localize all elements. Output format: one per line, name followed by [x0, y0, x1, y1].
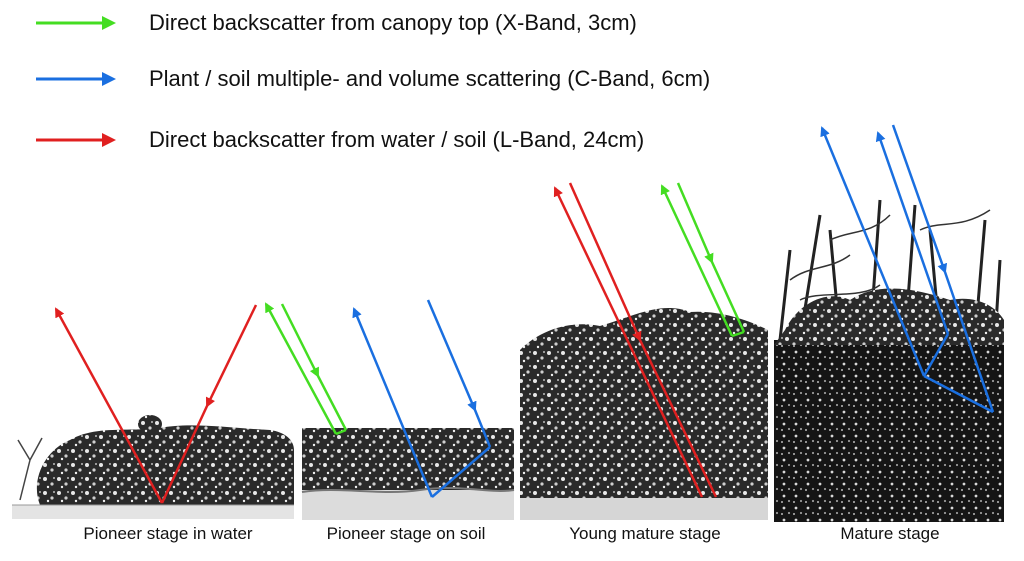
legend-label-x-band: Direct backscatter from canopy top (X-Ba… — [149, 10, 637, 35]
l-band-return-arrow-young — [553, 186, 704, 498]
caption-pioneer-soil: Pioneer stage on soil — [326, 524, 486, 543]
legend-x-band: Direct backscatter from canopy top (X-Ba… — [0, 8, 800, 38]
blue-arrow-icon — [36, 72, 116, 86]
c-band-return-arrow-mature-2 — [875, 131, 950, 335]
l-band-return-arrow — [54, 307, 164, 504]
caption-mature: Mature stage — [840, 524, 940, 543]
legend-label-c-band: Plant / soil multiple- and volume scatte… — [149, 66, 711, 91]
caption-pioneer-water: Pioneer stage in water — [83, 524, 253, 543]
legend-c-band: Plant / soil multiple- and volume scatte… — [0, 64, 800, 94]
panel-pioneer-soil — [301, 428, 515, 520]
arrows-pioneer-soil — [352, 299, 492, 498]
c-band-return-arrow — [352, 307, 434, 498]
x-band-return-arrow — [264, 302, 338, 435]
caption-young-mature: Young mature stage — [569, 524, 721, 543]
x-band-return-arrow-young — [660, 184, 734, 337]
panel-pioneer-water — [12, 415, 295, 519]
c-band-return-arrow-mature-1 — [820, 126, 926, 377]
panel-mature — [774, 199, 1004, 522]
arrows-mature — [820, 124, 995, 414]
legend-label-l-band: Direct backscatter from water / soil (L-… — [149, 127, 645, 152]
arrows-pioneer-water — [54, 302, 348, 504]
l-band-incident-arrow — [205, 304, 258, 408]
panel-young-mature — [520, 307, 768, 520]
arrows-young-mature — [553, 182, 746, 498]
green-arrow-icon — [36, 16, 116, 30]
red-arrow-icon — [36, 133, 116, 147]
legend-l-band: Direct backscatter from water / soil (L-… — [0, 125, 800, 155]
